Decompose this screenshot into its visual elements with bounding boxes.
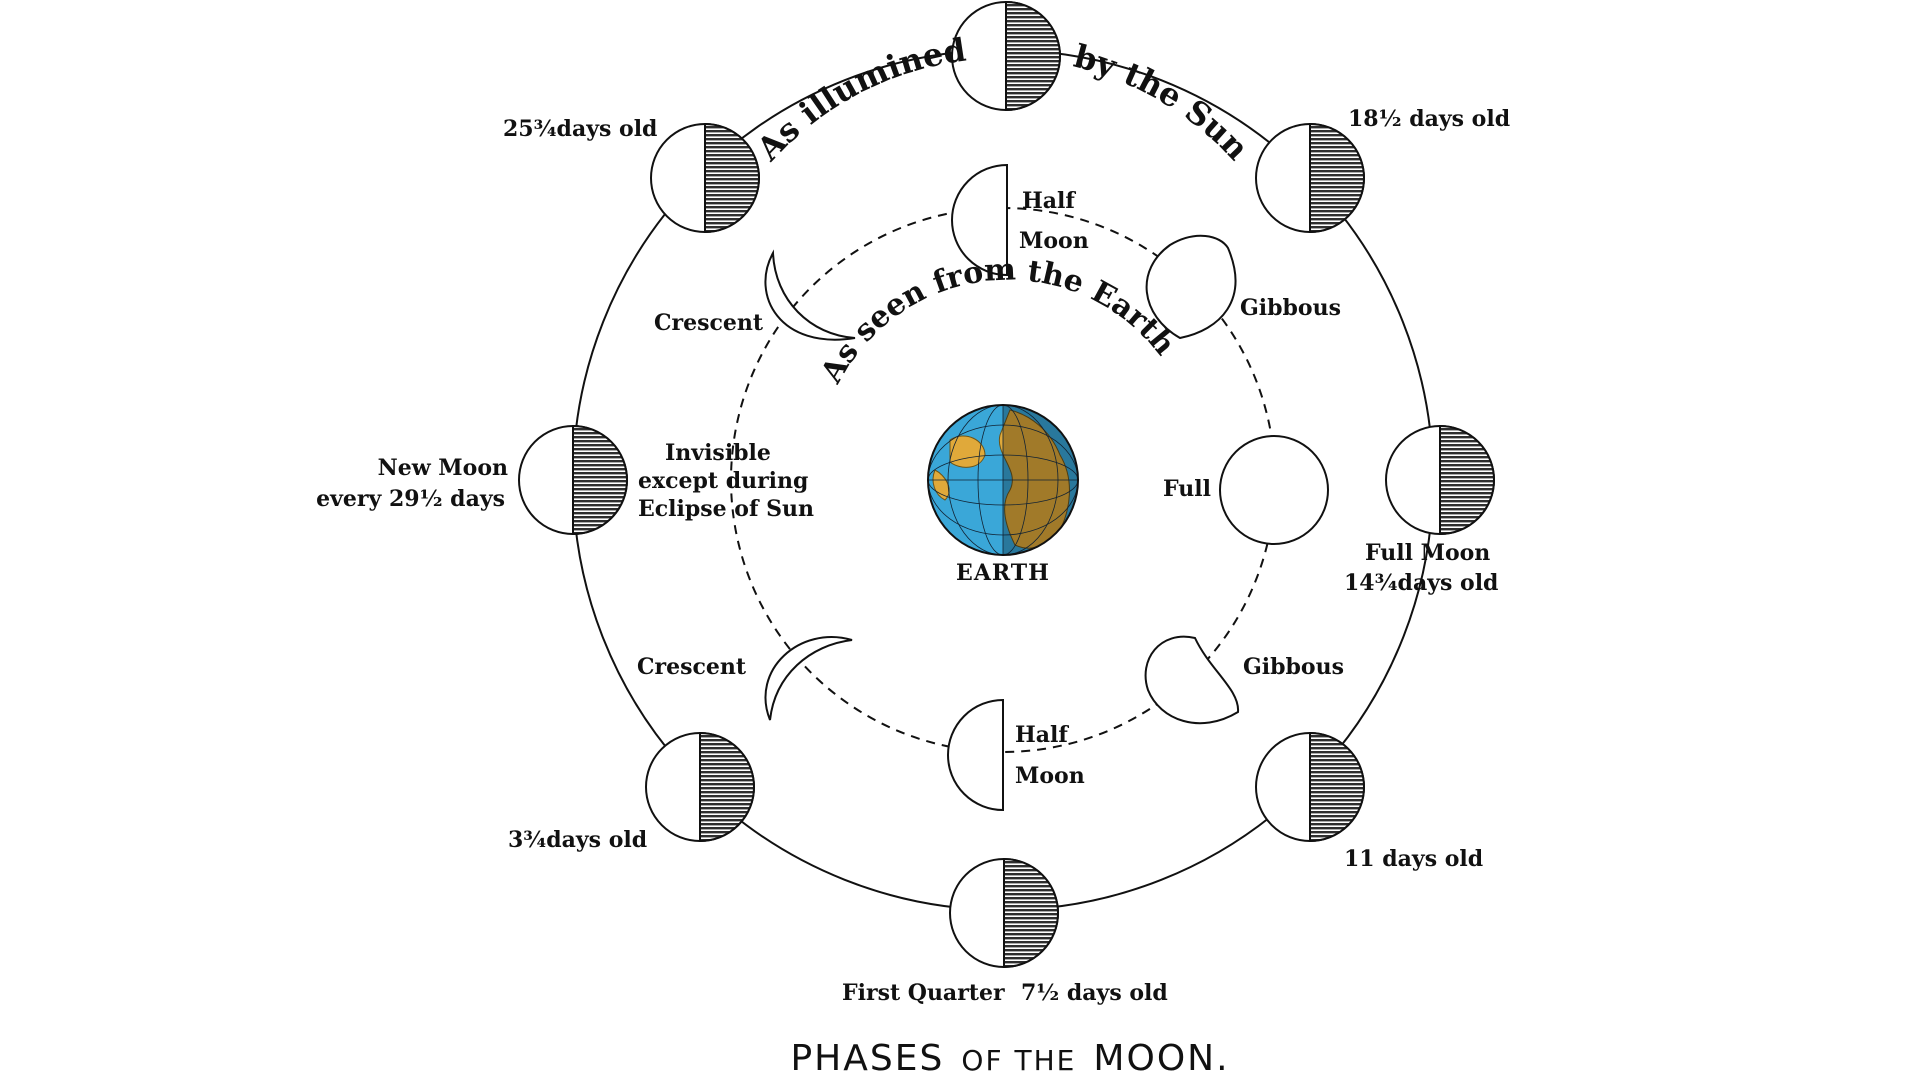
diagram-title: PHASES OF THE MOON. — [790, 1038, 1229, 1079]
label-25-75-days: 25¾days old — [503, 116, 657, 142]
outer-moon-top-left — [650, 122, 760, 234]
label-new-moon-2: every 29½ days — [316, 486, 505, 512]
label-crescent-top: Crescent — [654, 310, 764, 336]
label-gibbous-bottom: Gibbous — [1243, 654, 1344, 680]
label-invisible-2: except during — [638, 468, 808, 494]
outer-moon-top — [951, 0, 1061, 112]
inner-full-moon — [1219, 435, 1329, 545]
label-full: Full — [1163, 476, 1211, 502]
label-half-moon-bottom-1: Half — [1015, 722, 1069, 748]
label-half-moon-top-1: Half — [1022, 188, 1076, 214]
label-11-days: 11 days old — [1344, 846, 1483, 872]
inner-half-moon-top — [951, 163, 1008, 277]
label-half-moon-top-2: Moon — [1019, 228, 1089, 254]
inner-half-moon-bottom — [947, 698, 1004, 812]
earth-globe-icon — [927, 404, 1079, 556]
label-gibbous-top: Gibbous — [1240, 295, 1341, 321]
label-invisible-1: Invisible — [665, 440, 771, 466]
arc-text-illumined: As illumined — [749, 31, 969, 169]
label-full-moon-2: 14¾days old — [1344, 570, 1498, 596]
label-new-moon-1: New Moon — [378, 455, 508, 481]
outer-moon-left — [518, 424, 628, 536]
svg-text:As seen from the Earth: As seen from the Earth — [814, 252, 1182, 389]
svg-text:As illumined: As illumined — [749, 31, 969, 169]
label-first-quarter: First Quarter — [842, 980, 1005, 1006]
inner-crescent-bottom — [764, 636, 853, 721]
title-word-moon: MOON. — [1093, 1038, 1229, 1079]
outer-moon-bottom — [949, 857, 1059, 969]
label-full-moon-1: Full Moon — [1365, 540, 1490, 566]
inner-crescent-top — [764, 249, 856, 341]
title-word-phases: PHASES — [790, 1038, 944, 1079]
outer-moon-top-right — [1255, 122, 1365, 234]
outer-moon-bottom-left — [645, 731, 755, 843]
label-crescent-bottom: Crescent — [637, 654, 747, 680]
title-word-of-the: OF THE — [961, 1044, 1076, 1077]
label-3-75-days: 3¾days old — [508, 827, 647, 853]
arc-text-by-the-sun: by the Sun — [1070, 37, 1256, 168]
outer-moon-bottom-right — [1255, 731, 1365, 843]
outer-moon-right — [1385, 424, 1495, 536]
label-18-5-days: 18½ days old — [1348, 106, 1510, 132]
label-7-5-days: 7½ days old — [1021, 980, 1168, 1006]
inner-gibbous-top — [1145, 234, 1237, 340]
arc-text-seen-from-earth: As seen from the Earth — [814, 252, 1182, 389]
earth-label: EARTH — [956, 560, 1050, 586]
label-invisible-3: Eclipse of Sun — [638, 496, 814, 522]
inner-gibbous-bottom — [1144, 635, 1240, 725]
svg-text:by the Sun: by the Sun — [1070, 37, 1256, 168]
label-half-moon-bottom-2: Moon — [1015, 763, 1085, 789]
